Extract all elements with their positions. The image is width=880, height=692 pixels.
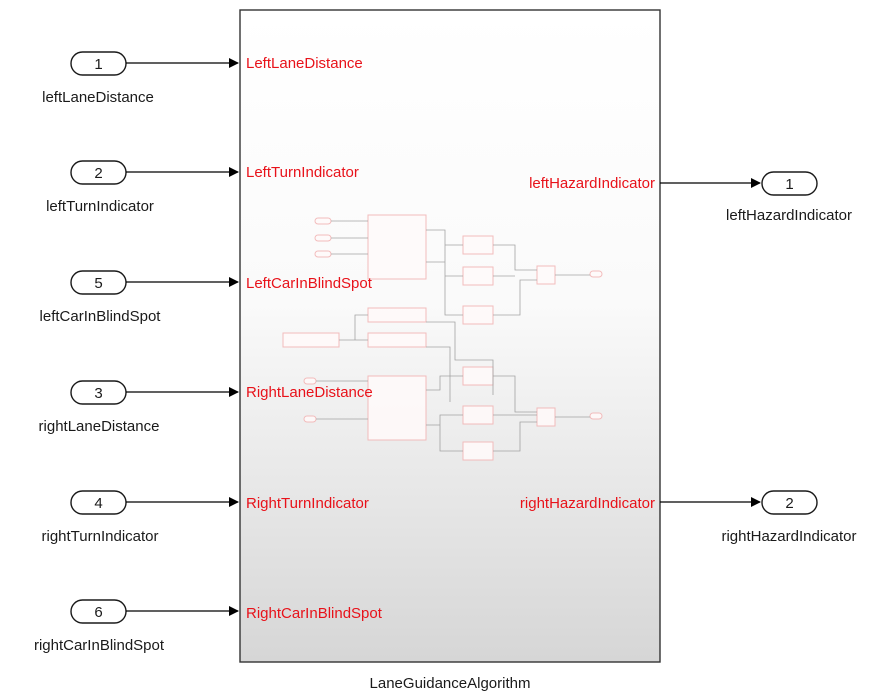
inport-number: 5 (94, 275, 102, 292)
inport-name: leftTurnIndicator (46, 198, 154, 215)
block-input-label-left-turn-indicator: LeftTurnIndicator (246, 164, 359, 181)
inport-number: 4 (94, 495, 102, 512)
inport-name: rightCarInBlindSpot (34, 637, 165, 654)
block-output-label-right-hazard-indicator: rightHazardIndicator (520, 495, 655, 512)
inport-right-turn-indicator[interactable]: 4 rightTurnIndicator (42, 490, 159, 545)
subsystem-preview-graphic (282, 214, 603, 461)
block-input-label-right-car-in-blind-spot: RightCarInBlindSpot (246, 605, 383, 622)
inport-number: 2 (94, 165, 102, 182)
block-input-label-right-lane-distance: RightLaneDistance (246, 384, 373, 401)
block-input-label-left-lane-distance: LeftLaneDistance (246, 55, 363, 72)
subsystem-name[interactable]: LaneGuidanceAlgorithm (370, 675, 531, 692)
inport-left-lane-distance[interactable]: 1 leftLaneDistance (42, 51, 154, 106)
block-input-label-right-turn-indicator: RightTurnIndicator (246, 495, 369, 512)
inport-name: rightLaneDistance (39, 418, 160, 435)
inport-left-car-in-blind-spot[interactable]: 5 leftCarInBlindSpot (40, 270, 162, 325)
inport-right-lane-distance[interactable]: 3 rightLaneDistance (39, 380, 160, 435)
inport-right-car-in-blind-spot[interactable]: 6 rightCarInBlindSpot (34, 599, 165, 654)
inport-name: leftCarInBlindSpot (40, 308, 162, 325)
outport-name: rightHazardIndicator (721, 528, 856, 545)
block-output-label-left-hazard-indicator: leftHazardIndicator (529, 175, 655, 192)
outport-left-hazard-indicator[interactable]: 1 leftHazardIndicator (726, 171, 852, 224)
outport-right-hazard-indicator[interactable]: 2 rightHazardIndicator (721, 490, 857, 545)
inport-number: 3 (94, 385, 102, 402)
inport-name: leftLaneDistance (42, 89, 154, 106)
inport-number: 6 (94, 604, 102, 621)
outport-number: 2 (785, 495, 793, 512)
outport-number: 1 (785, 176, 793, 193)
block-input-label-left-car-in-blind-spot: LeftCarInBlindSpot (246, 275, 373, 292)
inport-left-turn-indicator[interactable]: 2 leftTurnIndicator (46, 160, 154, 215)
outport-oval[interactable] (761, 171, 818, 196)
outport-oval[interactable] (761, 490, 818, 515)
lane-guidance-subsystem-block[interactable]: LeftLaneDistance LeftTurnIndicator LeftC… (239, 9, 661, 692)
inport-number: 1 (94, 56, 102, 73)
inport-name: rightTurnIndicator (42, 528, 159, 545)
outport-name: leftHazardIndicator (726, 207, 852, 224)
